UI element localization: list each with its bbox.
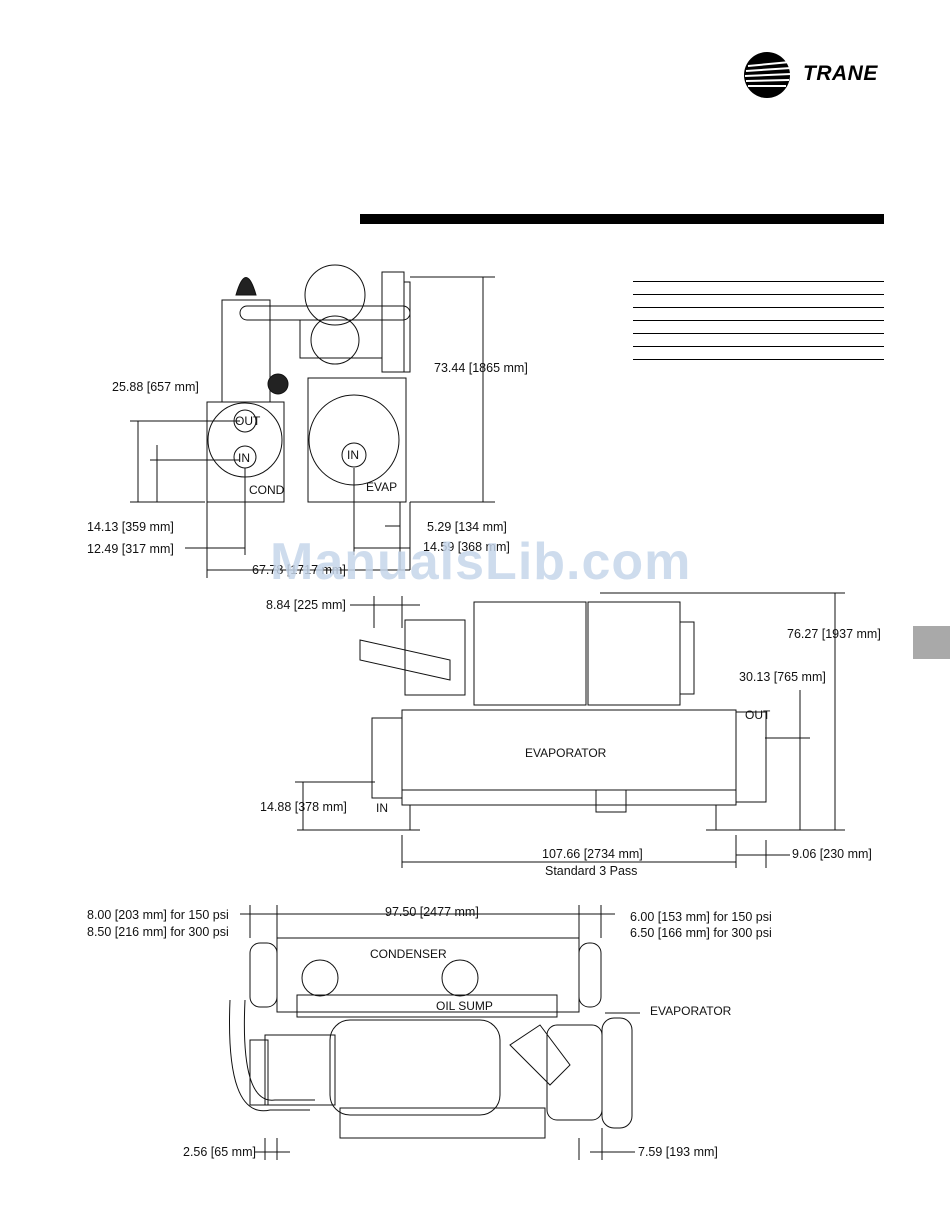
cond-out-label: OUT <box>235 414 261 428</box>
table-rule <box>633 307 884 308</box>
side-in-height-dim: 14.88 [378 mm] <box>260 800 347 814</box>
table-rule <box>633 294 884 295</box>
side-height-dim: 76.27 [1937 mm] <box>787 627 881 641</box>
side-length-note: Standard 3 Pass <box>545 864 638 878</box>
side-rear-offset-dim: 9.06 [230 mm] <box>792 847 872 861</box>
top-left-150-dim: 8.00 [203 mm] for 150 psi <box>87 908 229 922</box>
table-rule <box>633 281 884 282</box>
table-rule <box>633 320 884 321</box>
header-rule <box>360 214 884 224</box>
top-bottom-right-dim: 7.59 [193 mm] <box>638 1145 718 1159</box>
side-length-dim: 107.66 [2734 mm] <box>542 847 643 861</box>
side-view-unit <box>359 601 767 831</box>
evap-label: EVAP <box>366 480 397 494</box>
top-right-150-dim: 6.00 [153 mm] for 150 psi <box>630 910 772 924</box>
watermark: ManualsLib.com <box>270 533 692 591</box>
brand-name: TRANE <box>803 62 878 85</box>
evaporator-top-label: EVAPORATOR <box>650 1004 732 1018</box>
top-left-300-dim: 8.50 [216 mm] for 300 psi <box>87 925 229 939</box>
section-tab <box>913 626 950 659</box>
top-length-dim: 97.50 [2477 mm] <box>385 905 479 919</box>
front-width-dim: 67.78 [1717 mm] <box>252 563 346 577</box>
condenser-label: CONDENSER <box>370 947 447 961</box>
top-bottom-left-dim: 2.56 [65 mm] <box>183 1145 256 1159</box>
side-out-label: OUT <box>745 708 771 722</box>
side-in-label: IN <box>376 801 388 815</box>
side-front-offset-dim: 8.84 [225 mm] <box>266 598 346 612</box>
front-view-unit <box>206 264 411 503</box>
top-view-unit <box>229 937 633 1139</box>
evaporator-side-label: EVAPORATOR <box>525 746 607 760</box>
table-rule <box>633 346 884 347</box>
evap-offset-dim: 5.29 [134 mm] <box>427 520 507 534</box>
front-height-dim: 73.44 [1865 mm] <box>434 361 528 375</box>
side-out-height-dim: 30.13 [765 mm] <box>739 670 826 684</box>
out-height-dim: 25.88 [657 mm] <box>112 380 199 394</box>
evap-in-label: IN <box>347 448 359 462</box>
oil-sump-label: OIL SUMP <box>436 999 493 1013</box>
cond-in-label: IN <box>238 451 250 465</box>
table-rule <box>633 359 884 360</box>
evap-center-dim: 14.59 [368 mm] <box>423 540 510 554</box>
cond-label: COND <box>249 483 285 497</box>
cond-offset-dim: 12.49 [317 mm] <box>87 542 174 556</box>
in-height-dim: 14.13 [359 mm] <box>87 520 174 534</box>
table-rule <box>633 333 884 334</box>
top-right-300-dim: 6.50 [166 mm] for 300 psi <box>630 926 772 940</box>
